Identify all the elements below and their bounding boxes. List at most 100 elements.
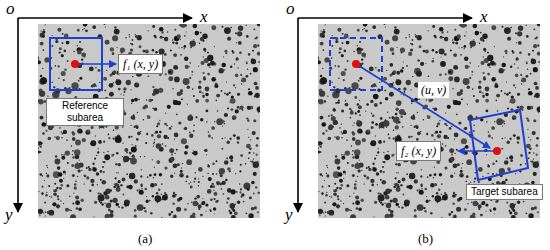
speckle-dot <box>396 71 400 75</box>
speckle-dot <box>254 29 256 31</box>
speckle-dot <box>470 40 476 46</box>
speckle-dot <box>75 140 81 146</box>
speckle-dot <box>441 194 443 196</box>
axis-label: x <box>200 8 208 26</box>
speckle-dot <box>135 35 138 38</box>
speckle-dot <box>417 131 421 135</box>
speckle-dot <box>173 100 174 101</box>
speckle-dot <box>224 69 225 70</box>
speckle-dot <box>122 143 123 144</box>
speckle-dot <box>84 183 85 184</box>
speckle-dot <box>45 215 46 216</box>
speckle-dot <box>229 212 232 215</box>
speckle-dot <box>341 71 346 76</box>
speckle-dot <box>154 167 155 168</box>
speckle-dot <box>520 164 522 166</box>
speckle-dot <box>84 175 87 178</box>
speckle-dot <box>56 136 60 140</box>
speckle-dot <box>189 62 191 64</box>
speckle-dot <box>198 178 199 179</box>
speckle-dot <box>341 154 343 156</box>
speckle-dot <box>486 154 487 155</box>
speckle-dot <box>480 37 484 41</box>
speckle-dot <box>236 42 237 43</box>
speckle-dot <box>444 53 447 56</box>
speckle-dot <box>246 212 248 214</box>
speckle-dot <box>61 54 64 57</box>
speckle-dot <box>215 200 218 203</box>
speckle-dot <box>374 158 376 160</box>
speckle-dot <box>536 137 538 139</box>
speckle-dot <box>128 136 131 139</box>
speckle-dot <box>482 56 483 57</box>
speckle-dot <box>191 71 193 73</box>
speckle-dot <box>151 99 153 101</box>
speckle-dot <box>369 66 374 71</box>
speckle-dot <box>349 196 351 198</box>
speckle-dot <box>74 183 77 186</box>
speckle-dot <box>52 82 53 83</box>
speckle-dot <box>103 191 107 195</box>
speckle-dot <box>106 127 107 128</box>
speckle-dot <box>55 40 58 43</box>
speckle-dot <box>425 50 429 54</box>
speckle-dot <box>390 210 394 214</box>
speckle-dot <box>376 155 377 156</box>
speckle-dot <box>435 195 442 202</box>
speckle-dot <box>98 140 102 144</box>
speckle-dot <box>536 38 537 39</box>
speckle-dot <box>491 77 496 82</box>
speckle-dot <box>538 61 540 63</box>
speckle-dot <box>41 175 43 177</box>
speckle-dot <box>173 192 175 194</box>
speckle-dot <box>447 31 449 33</box>
speckle-dot <box>476 204 477 205</box>
speckle-dot <box>132 76 133 77</box>
speckle-dot <box>253 119 256 122</box>
speckle-dot <box>380 117 383 120</box>
speckle-dot <box>473 201 478 206</box>
speckle-dots <box>38 24 260 218</box>
speckle-dot <box>478 204 482 208</box>
speckle-dot <box>463 78 470 85</box>
speckle-dot <box>411 115 416 120</box>
speckle-dot <box>345 100 347 102</box>
speckle-dot <box>409 173 415 179</box>
speckle-dot <box>63 203 64 204</box>
speckle-dot <box>237 201 240 204</box>
speckle-dot <box>159 120 160 121</box>
speckle-dot <box>140 175 142 177</box>
speckle-dot <box>193 151 198 156</box>
speckle-dot <box>505 179 508 182</box>
speckle-dot <box>42 49 44 51</box>
speckle-dot <box>161 183 163 185</box>
speckle-dot <box>51 196 53 198</box>
speckle-dot <box>372 83 376 87</box>
speckle-dot <box>73 51 75 53</box>
speckle-dot <box>421 188 422 189</box>
speckle-dot <box>400 48 403 51</box>
speckle-dot <box>432 60 435 63</box>
speckle-dot <box>393 70 396 73</box>
speckle-dot <box>517 31 522 36</box>
speckle-dot <box>68 87 70 89</box>
speckle-dot <box>173 215 177 218</box>
speckle-dot <box>223 56 224 57</box>
speckle-dot <box>455 42 458 45</box>
speckle-dot <box>494 121 496 123</box>
speckle-dot <box>224 93 226 95</box>
speckle-dot <box>72 154 73 155</box>
speckle-dot <box>159 173 162 176</box>
speckle-dot <box>229 203 235 209</box>
speckle-dot <box>426 200 429 203</box>
speckle-dot <box>137 131 141 135</box>
speckle-dot <box>380 121 384 125</box>
speckle-dot <box>487 164 488 165</box>
speckle-dot <box>118 172 119 173</box>
speckle-dot <box>485 99 489 103</box>
speckle-dot <box>437 134 441 138</box>
speckle-dot <box>198 167 203 172</box>
speckle-dot <box>359 77 362 80</box>
speckle-dot <box>324 202 326 204</box>
speckle-dot <box>39 91 45 97</box>
